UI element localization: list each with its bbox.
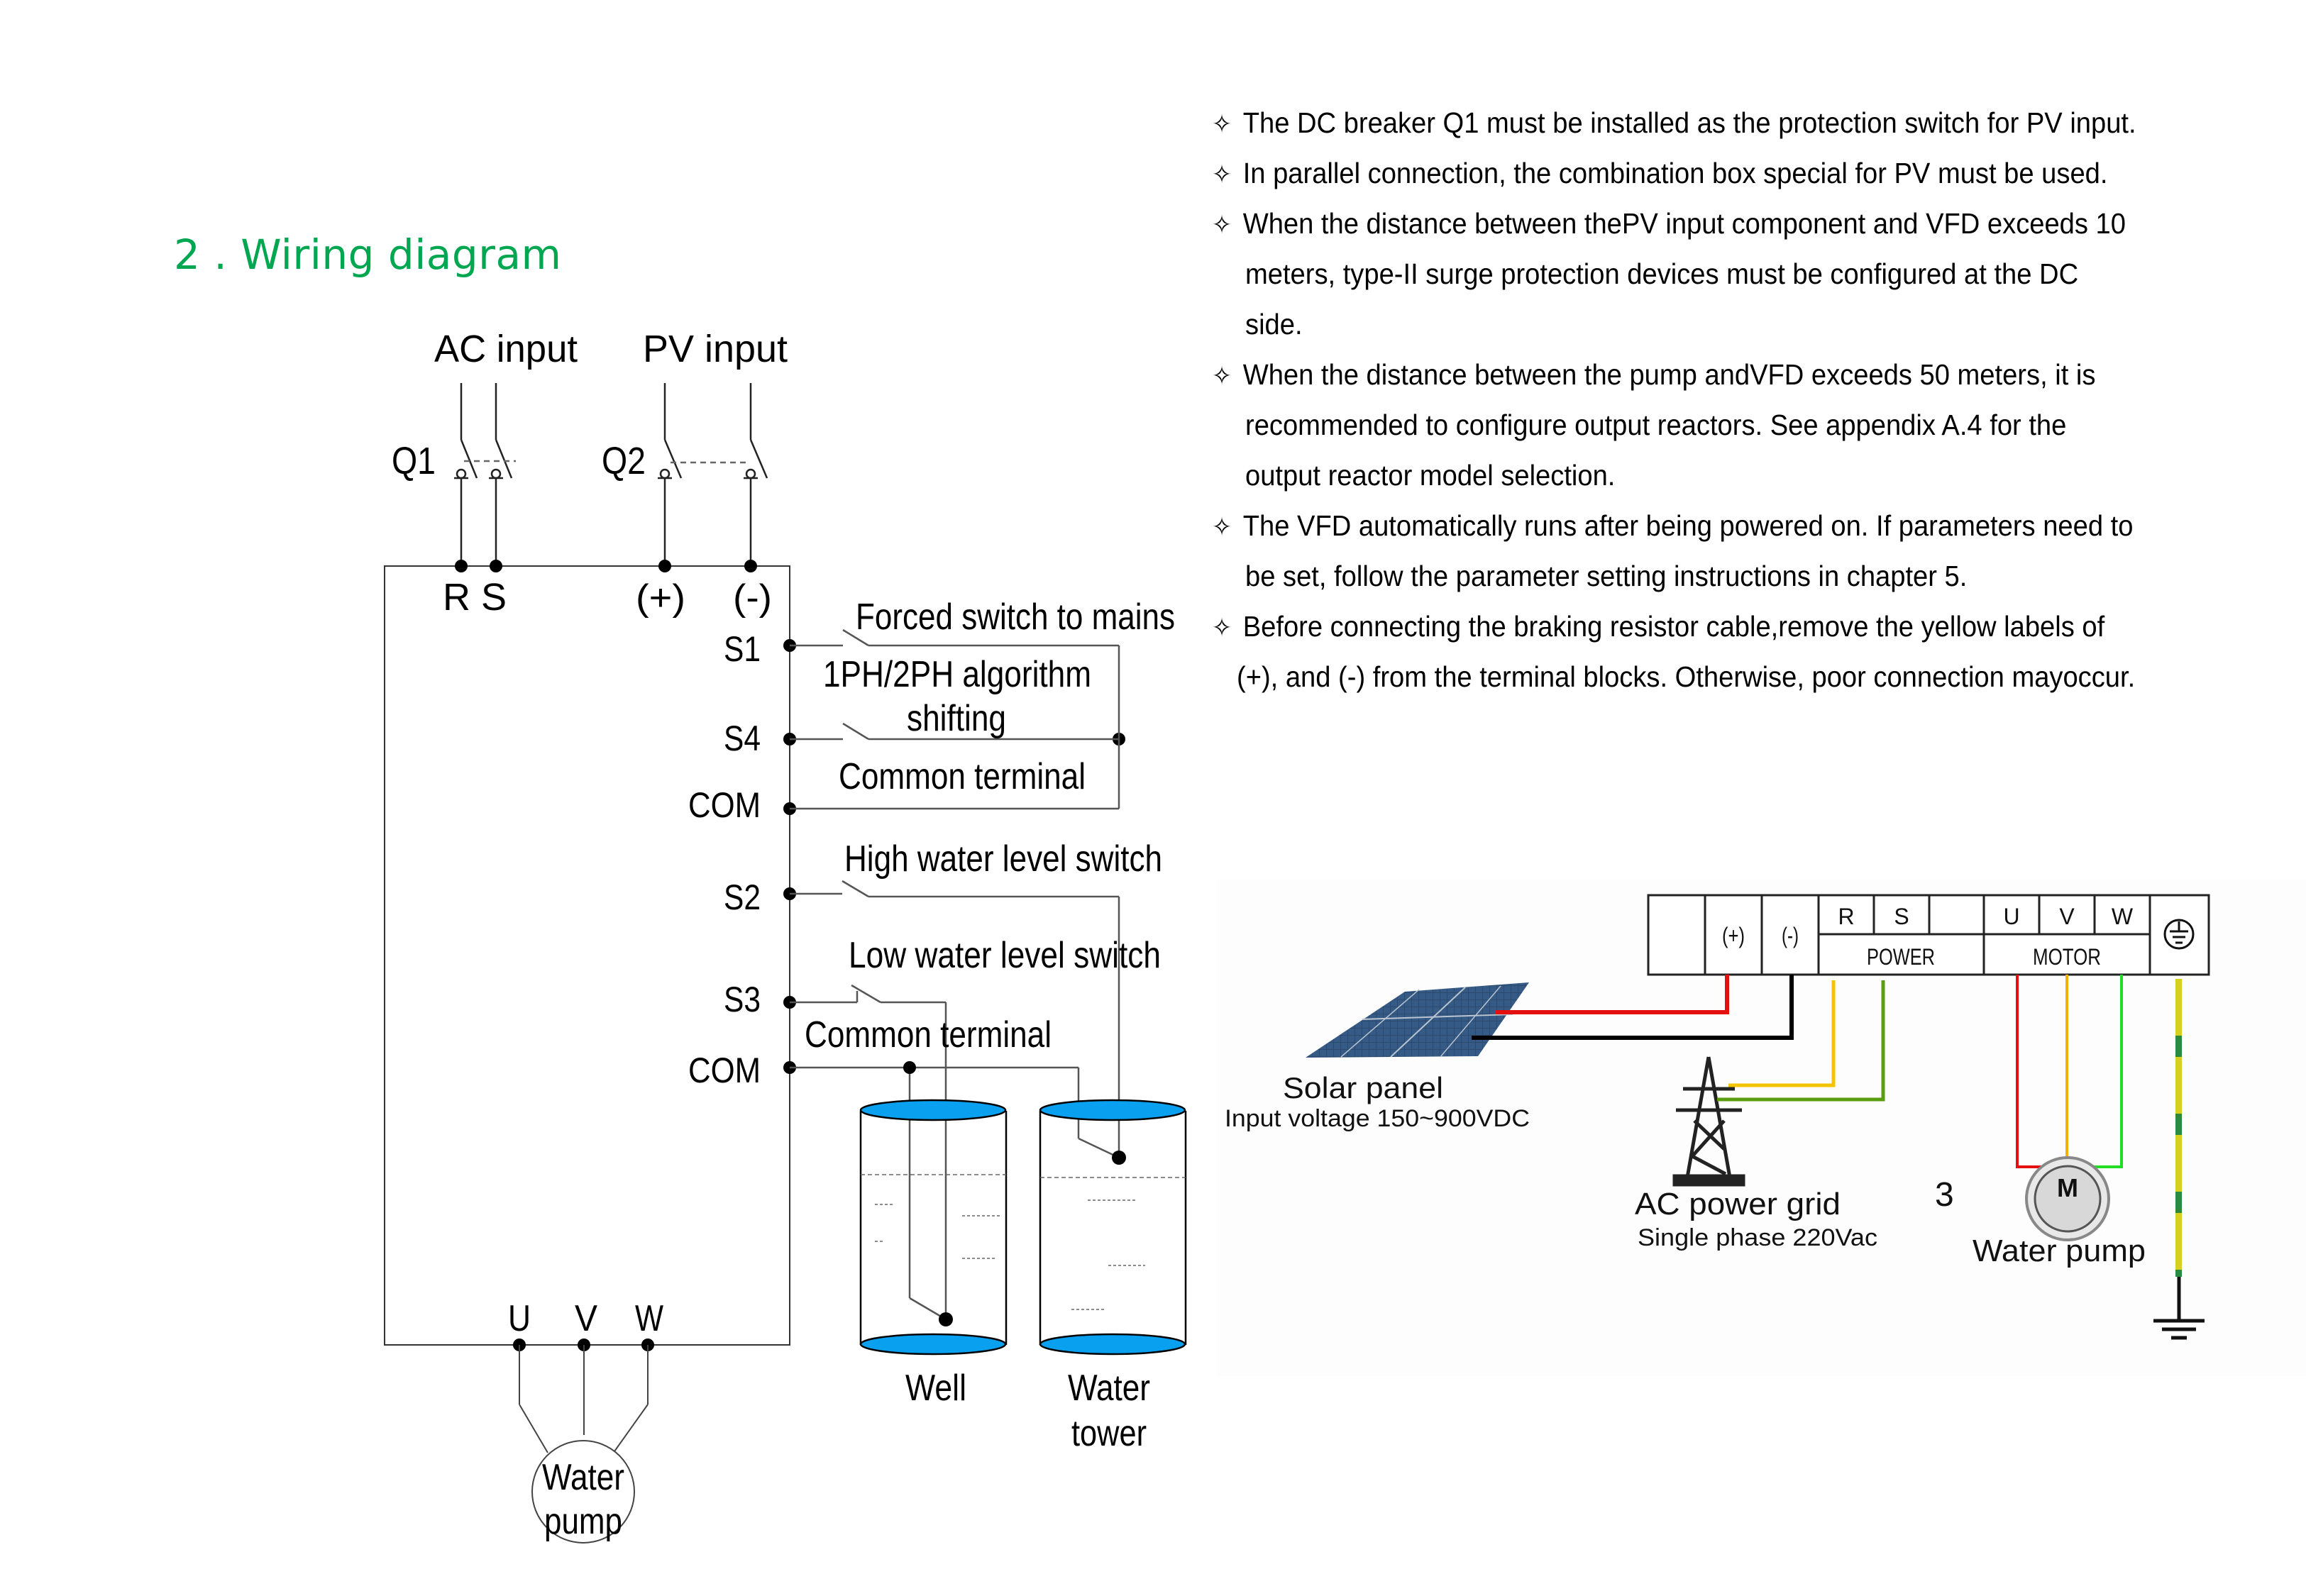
low-level-switch-label: Low water level switch — [849, 935, 1161, 976]
note-item-6-cont: (+), and (-) from the terminal blocks. O… — [1237, 660, 2136, 693]
common-terminal-label-1: Common terminal — [839, 756, 1086, 797]
bullet-icon: ✧ — [1212, 513, 1232, 542]
common-terminal-label-2: Common terminal — [805, 1014, 1052, 1055]
terminal-u-label: U — [508, 1298, 531, 1339]
bullet-icon: ✧ — [1212, 110, 1232, 139]
block-s-label: S — [1894, 904, 1909, 929]
block-u-label: U — [2003, 904, 2019, 929]
note-item-5: ✧The VFD automatically runs after being … — [1212, 508, 2133, 545]
breaker-q1-label: Q1 — [392, 440, 436, 482]
terminal-s4-label: S4 — [724, 719, 761, 758]
terminal-r-label: R — [443, 576, 470, 619]
pv-minus-wire — [1472, 975, 1794, 1040]
pictorial-diagram: (+) (-) R S U V W POWER MOTOR Solar pane… — [1217, 880, 2306, 1376]
note-item-3: ✧When the distance between thePV input c… — [1212, 206, 2126, 243]
grid-line-wire — [1728, 980, 1836, 1087]
grid-neutral-wire — [1717, 980, 1885, 1102]
power-tower-icon — [1672, 1056, 1745, 1187]
motor-u-wire — [2016, 975, 2043, 1168]
block-power-label: POWER — [1867, 944, 1935, 970]
note-item-3-cont: side. — [1245, 308, 1303, 340]
terminal-plus-label: (+) — [636, 577, 685, 619]
water-tower-label-2: tower — [1071, 1413, 1147, 1454]
terminal-w-label: W — [635, 1298, 663, 1339]
pv-input-label: PV input — [643, 328, 788, 370]
bullet-icon: ✧ — [1212, 160, 1232, 189]
terminal-minus-dot — [744, 560, 757, 572]
terminal-plus-dot — [658, 560, 671, 572]
solar-panel-label: Solar panel — [1283, 1071, 1443, 1104]
water-tower-label-1: Water — [1068, 1368, 1150, 1409]
block-w-label: W — [2112, 904, 2134, 929]
solar-panel-voltage: Input voltage 150~900VDC — [1225, 1105, 1530, 1132]
bullet-icon: ✧ — [1212, 362, 1232, 391]
block-r-label: R — [1838, 904, 1854, 929]
terminal-s2-label: S2 — [724, 877, 761, 917]
motor-symbol: M — [2057, 1173, 2078, 1202]
high-level-probe — [1112, 1151, 1126, 1165]
pv-plus-wire — [1496, 975, 1729, 1014]
terminal-r-dot — [455, 560, 468, 572]
note-item-4-cont: output reactor model selection. — [1245, 459, 1616, 492]
ac-grid-voltage: Single phase 220Vac — [1638, 1224, 1877, 1251]
high-level-switch-label: High water level switch — [844, 838, 1162, 880]
terminal-s3-label: S3 — [724, 980, 761, 1019]
terminal-s-dot — [490, 560, 502, 572]
note-item-4: ✧When the distance between the pump andV… — [1212, 357, 2095, 394]
terminal-v-label: V — [575, 1298, 597, 1339]
terminal-s-label: S — [481, 576, 507, 619]
water-pump-label-1: Water — [542, 1457, 624, 1498]
motor-phase-label: 3 — [1935, 1176, 1954, 1214]
block-motor-label: MOTOR — [2033, 944, 2101, 970]
note-item-5-cont: be set, follow the parameter setting ins… — [1245, 560, 1968, 592]
note-item-6: ✧Before connecting the braking resistor … — [1212, 609, 2104, 646]
terminal-com2-label: COM — [688, 1051, 761, 1090]
forced-switch-icon[interactable] — [790, 628, 1120, 809]
note-item-2: ✧In parallel connection, the combination… — [1212, 155, 2107, 193]
water-pump-label: Water pump — [1973, 1234, 2146, 1268]
bullet-icon: ✧ — [1212, 211, 1232, 240]
well-label: Well — [905, 1368, 966, 1409]
bullet-icon: ✧ — [1212, 614, 1232, 643]
breaker-q2-label: Q2 — [602, 440, 646, 482]
schematic: AC input PV input Q1 Q2 — [384, 328, 1187, 1544]
page-title: 2 . Wiring diagram — [174, 231, 562, 279]
algorithm-switch-label: 1PH/2PH algorithm — [823, 654, 1091, 695]
note-item-3-cont: meters, type-II surge protection devices… — [1245, 257, 2079, 290]
ground-icon — [2153, 1277, 2205, 1340]
low-level-switch-icon[interactable] — [790, 984, 947, 1319]
note-item-4-cont: recommended to configure output reactors… — [1245, 409, 2067, 441]
block-plus-label: (+) — [1722, 923, 1745, 948]
terminal-block — [1647, 894, 2210, 976]
well-tank — [859, 1099, 1008, 1356]
ac-input-label: AC input — [434, 328, 578, 370]
block-minus-label: (-) — [1782, 923, 1799, 948]
terminal-com1-label: COM — [688, 785, 761, 825]
terminal-minus-label: (-) — [733, 577, 772, 619]
motor-w-wire — [2086, 975, 2123, 1168]
motor-icon — [2025, 1156, 2110, 1241]
water-pump-symbol — [531, 1440, 635, 1544]
terminal-s1-label: S1 — [724, 629, 761, 669]
ac-grid-label: AC power grid — [1635, 1187, 1841, 1221]
water-pump-label-2: pump — [544, 1501, 622, 1542]
algorithm-switch-icon[interactable] — [790, 722, 1119, 741]
water-tower-tank — [1039, 1099, 1187, 1356]
protective-earth-icon — [2163, 919, 2195, 950]
breaker-q1-icon[interactable] — [454, 383, 516, 566]
com-junction-dot — [903, 1061, 916, 1074]
algorithm-switch-label-2: shifting — [907, 698, 1006, 739]
low-level-probe — [939, 1312, 953, 1326]
block-v-label: V — [2059, 904, 2075, 929]
earth-wire — [2175, 979, 2182, 1277]
forced-switch-label: Forced switch to mains — [856, 597, 1175, 638]
breaker-q2-icon[interactable] — [658, 383, 768, 566]
note-item-1: ✧The DC breaker Q1 must be installed as … — [1212, 105, 2136, 143]
vfd-box — [384, 565, 790, 1346]
